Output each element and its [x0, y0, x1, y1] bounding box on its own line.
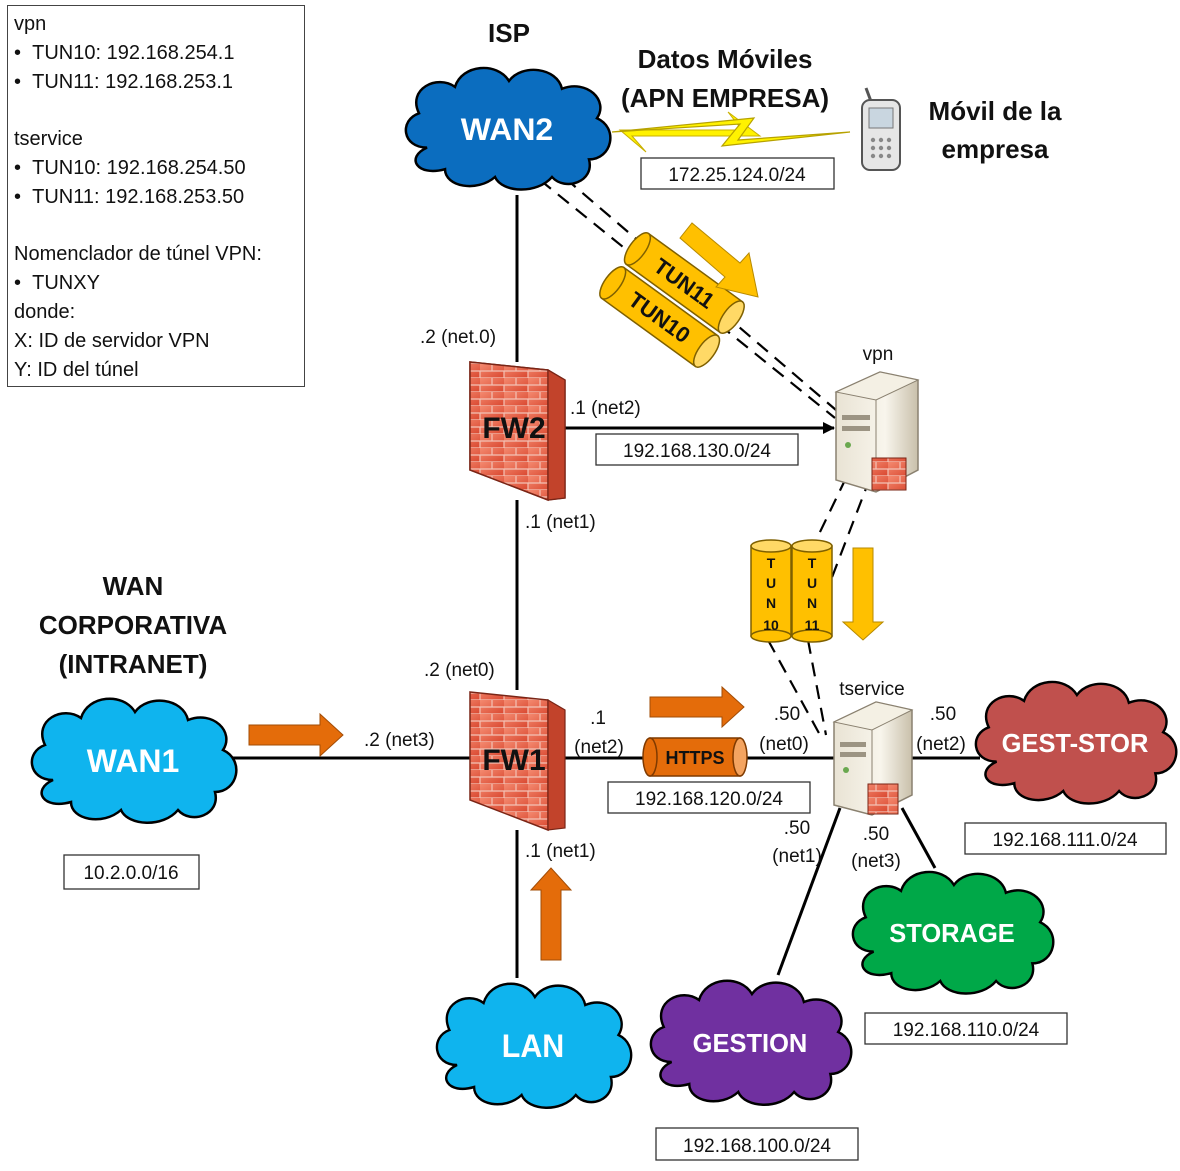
firewall-fw2: FW2	[469, 361, 566, 502]
tunnel-vertical-tun11: T U N 11	[791, 539, 833, 643]
if-fw1-net1: .1 (net1)	[525, 841, 596, 862]
tunnel-v11-char-2: U	[807, 575, 817, 591]
title-isp: ISP	[488, 18, 530, 48]
https-tunnel-cylinder: HTTPS	[642, 737, 748, 777]
cloud-wan2-label: WAN2	[461, 111, 553, 147]
link-tservice-gestion	[776, 807, 842, 976]
legend-nomenclator-title: Nomenclador de túnel VPN:	[14, 243, 262, 266]
tunnel-v10-char-3: N	[766, 595, 776, 611]
mobile-phone-icon	[861, 87, 901, 171]
netbox-120-text: 192.168.120.0/24	[635, 789, 783, 810]
if-ts-net0-b: (net0)	[759, 734, 809, 755]
cloud-wan1: WAN1	[30, 697, 238, 825]
title-wan-corp-2: CORPORATIVA	[39, 610, 227, 640]
tunnel-vertical-tun10: T U N 10	[750, 539, 792, 643]
if-ts-net2-b: (net2)	[916, 734, 966, 755]
netbox-apn: 172.25.124.0/24	[640, 157, 835, 190]
netbox-130-text: 192.168.130.0/24	[623, 441, 771, 462]
tunnel-v11-char-1: T	[808, 555, 817, 571]
title-wan-corp-3: (INTRANET)	[59, 649, 208, 679]
netbox-wan1-text: 10.2.0.0/16	[83, 863, 178, 884]
cloud-gestion-label: GESTION	[693, 1030, 808, 1058]
tunnel-v11-char-3: N	[807, 595, 817, 611]
tunnel-v10-char-2: U	[766, 575, 776, 591]
server-tservice-label: tservice	[839, 679, 904, 700]
cloud-storage: STORAGE	[851, 870, 1055, 995]
title-datos-2: (APN EMPRESA)	[621, 83, 829, 113]
tunnel-v11-char-4: 11	[805, 617, 820, 633]
if-fw2-net2: .1 (net2)	[570, 398, 641, 419]
netbox-130: 192.168.130.0/24	[595, 433, 799, 466]
legend-tservice-tun11: • TUN11: 192.168.253.50	[14, 185, 245, 208]
if-ts-net2-a: .50	[930, 704, 956, 725]
arrow-yellow-tunnel-diagonal	[679, 222, 759, 298]
server-vpn-label: vpn	[863, 344, 894, 365]
cloud-geststor: GEST-STOR	[974, 680, 1178, 805]
legend-tservice-title: tservice	[14, 128, 83, 151]
tunnel-tun10-cylinder: TUN10	[599, 266, 721, 368]
lightning-bolt	[611, 117, 851, 147]
fw2-label: FW2	[482, 412, 545, 445]
server-vpn	[834, 371, 920, 493]
title-datos-1: Datos Móviles	[638, 44, 813, 74]
if-ts-net0-a: .50	[774, 704, 800, 725]
firewall-fw1: FW1	[469, 691, 566, 832]
netbox-111: 192.168.111.0/24	[964, 822, 1167, 855]
cloud-gestion: GESTION	[649, 979, 853, 1107]
netbox-111-text: 192.168.111.0/24	[992, 830, 1138, 851]
legend-vpn-title: vpn	[14, 13, 47, 35]
cloud-storage-label: STORAGE	[889, 920, 1014, 948]
netbox-110: 192.168.110.0/24	[864, 1012, 1068, 1045]
netbox-100-text: 192.168.100.0/24	[683, 1136, 831, 1157]
link-tservice-storage	[900, 807, 937, 869]
cloud-lan-label: LAN	[502, 1028, 564, 1064]
if-fw1-net0: .2 (net0)	[424, 660, 495, 681]
if-fw1-net2-b: (net2)	[574, 737, 624, 758]
legend-tservice-tun10: • TUN10: 192.168.254.50	[14, 156, 246, 179]
arrow-wan1-to-fw1	[248, 712, 344, 758]
title-movil-2: empresa	[942, 134, 1049, 164]
tunnel-v10-char-4: 10	[763, 617, 779, 633]
if-fw1-net3: .2 (net3)	[364, 730, 435, 751]
tunnel-v10-char-1: T	[767, 555, 776, 571]
cloud-lan: LAN	[435, 982, 633, 1110]
netbox-120: 192.168.120.0/24	[607, 781, 811, 814]
title-movil-1: Móvil de la	[929, 96, 1062, 126]
arrow-yellow-tunnel-down	[841, 547, 885, 641]
legend-vpn-tun11: • TUN11: 192.168.253.1	[14, 70, 234, 93]
if-fw2-net1: .1 (net1)	[525, 512, 596, 533]
legend-x-desc: X: ID de servidor VPN	[14, 329, 210, 352]
if-ts-net1-a: .50	[784, 818, 810, 839]
netbox-110-text: 192.168.110.0/24	[893, 1020, 1040, 1041]
if-ts-net1-b: (net1)	[772, 846, 822, 867]
if-ts-net3-b: (net3)	[851, 851, 901, 872]
https-label: HTTPS	[665, 748, 724, 768]
arrow-fw1-to-tservice	[649, 685, 745, 729]
legend-vpn-tun10: • TUN10: 192.168.254.1	[14, 41, 235, 64]
fw1-label: FW1	[482, 744, 545, 777]
legend-box: vpn • TUN10: 192.168.254.1 • TUN11: 192.…	[7, 5, 305, 387]
legend-y-desc: Y: ID del túnel	[14, 358, 139, 381]
server-tservice	[832, 701, 914, 816]
if-ts-net3-a: .50	[863, 824, 889, 845]
cloud-wan1-label: WAN1	[87, 743, 179, 779]
cloud-geststor-label: GEST-STOR	[1002, 730, 1149, 758]
if-fw2-net0: .2 (net.0)	[420, 327, 496, 348]
title-wan-corp-1: WAN	[103, 571, 164, 601]
legend-nomenclator-item: • TUNXY	[14, 272, 100, 295]
netbox-100: 192.168.100.0/24	[655, 1127, 859, 1161]
cloud-wan2: WAN2	[404, 66, 612, 191]
legend-donde: donde:	[14, 300, 76, 323]
netbox-wan1: 10.2.0.0/16	[63, 854, 200, 890]
tunnel-diagonal-group: TUN11 TUN10	[599, 232, 745, 368]
arrow-lan-to-fw1	[529, 867, 573, 961]
netbox-apn-text: 172.25.124.0/24	[668, 165, 806, 186]
if-fw1-net2-a: .1	[590, 708, 606, 729]
